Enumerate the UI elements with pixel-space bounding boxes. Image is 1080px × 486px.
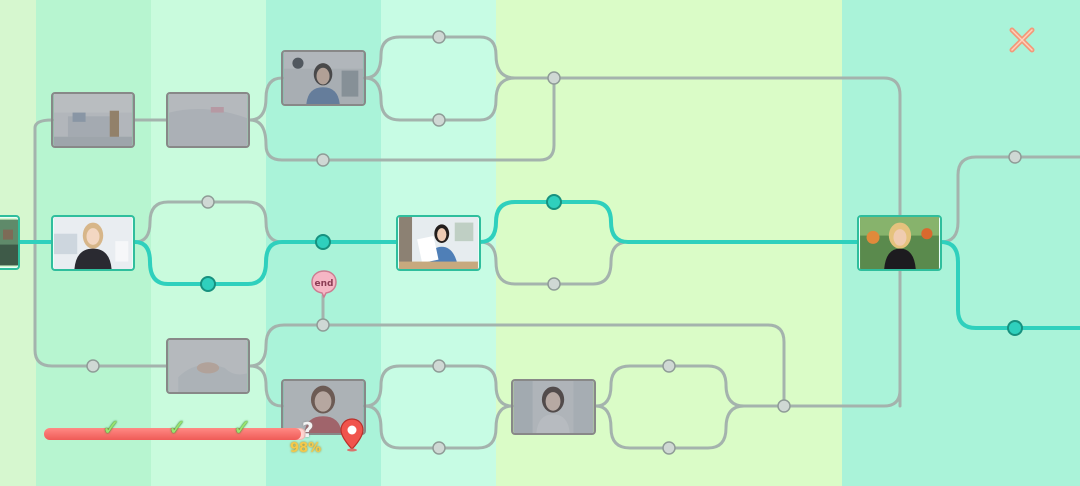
woman-thumbnail-icon — [284, 52, 363, 104]
location-pin-icon — [340, 418, 364, 452]
stripe — [151, 0, 266, 486]
woman-thumbnail-icon — [514, 381, 593, 433]
end-marker[interactable]: end — [311, 270, 337, 299]
active-path — [133, 240, 399, 286]
story-progress: ✓ ✓ ✓ ? 98% — [44, 416, 374, 468]
checkpoint-check-icon: ✓ — [233, 416, 252, 441]
branch-node — [547, 71, 561, 85]
branch-path — [248, 76, 284, 122]
branch-path — [248, 364, 284, 408]
scene-node-paper-letter[interactable] — [396, 215, 481, 271]
branch-path — [33, 240, 168, 368]
branch-node — [1008, 150, 1022, 164]
scene-node-start[interactable] — [0, 215, 20, 270]
branch-node — [432, 359, 446, 373]
branch-node — [432, 113, 446, 127]
branch-node — [316, 153, 330, 167]
branch-node-active — [200, 276, 216, 292]
branch-node-active — [315, 234, 331, 250]
branch-node — [662, 441, 676, 455]
scene-node-woman-outdoor[interactable] — [857, 215, 942, 271]
scene-node-woman-hallway[interactable] — [511, 379, 596, 435]
branch-node — [662, 359, 676, 373]
woman-thumbnail-icon — [54, 217, 132, 269]
woman-thumbnail-icon — [284, 381, 363, 433]
progress-percent: 98% — [290, 441, 322, 456]
scene-node-woman-dark[interactable] — [51, 215, 135, 271]
branch-path — [939, 155, 1080, 244]
unknown-checkpoint-icon: ? — [302, 418, 314, 442]
bed-thumbnail-icon — [169, 94, 247, 146]
active-path — [478, 200, 860, 244]
active-path — [939, 240, 1080, 330]
close-button[interactable] — [1006, 24, 1038, 56]
hand-thumbnail-icon — [169, 340, 247, 392]
close-icon — [1009, 27, 1035, 53]
scene-node-woman-denim[interactable] — [281, 50, 366, 106]
branch-node — [547, 277, 561, 291]
bedroom-thumbnail-icon — [54, 94, 132, 146]
branch-node — [432, 441, 446, 455]
scene-node-bed-closeup[interactable] — [166, 92, 250, 148]
branch-path — [594, 364, 902, 408]
branch-node — [432, 30, 446, 44]
checkpoint-check-icon: ✓ — [168, 416, 187, 441]
scene-node-bedroom[interactable] — [51, 92, 135, 148]
woman-thumbnail-icon — [860, 217, 939, 269]
branch-path — [20, 118, 54, 244]
branch-node-active — [1007, 320, 1023, 336]
end-bubble-icon: end — [311, 270, 337, 299]
branch-node-active — [546, 194, 562, 210]
branch-path — [248, 323, 786, 408]
progress-fill — [44, 428, 301, 440]
end-label: end — [315, 279, 334, 289]
person-thumbnail-icon — [0, 219, 18, 266]
branch-path — [363, 35, 902, 408]
branch-node — [316, 318, 330, 332]
woman-thumbnail-icon — [399, 217, 478, 269]
scene-node-hand-closeup[interactable] — [166, 338, 250, 394]
branch-node — [86, 359, 100, 373]
branch-path — [248, 76, 556, 162]
checkpoint-check-icon: ✓ — [102, 416, 121, 441]
branch-node — [777, 399, 791, 413]
branch-node — [201, 195, 215, 209]
